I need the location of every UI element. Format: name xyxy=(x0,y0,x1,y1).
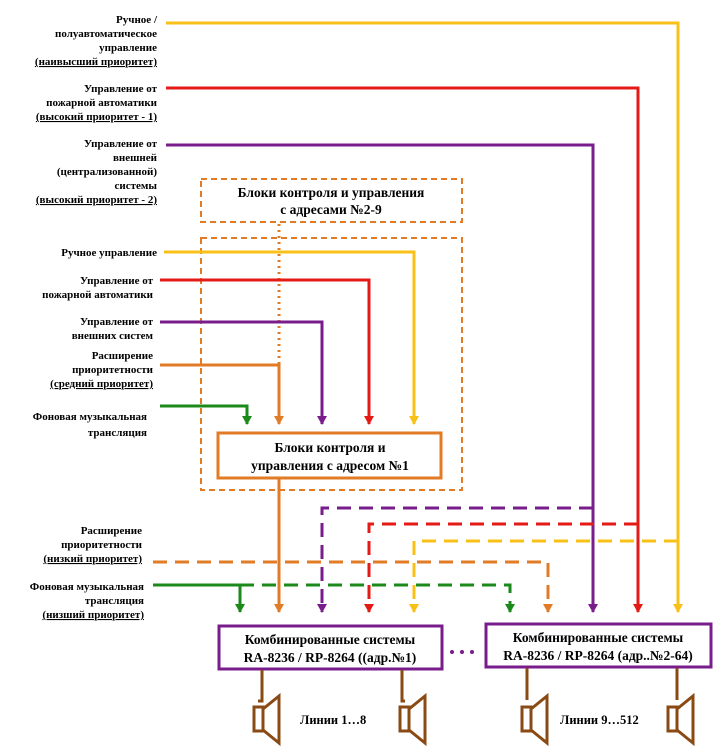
main-box-subtitle: управления с адресом №1 xyxy=(251,458,409,473)
group-box-title: Блоки контроля и управления xyxy=(238,185,425,200)
ellipsis-dot xyxy=(460,650,464,654)
source-fire-top-priority: (высокий приоритет - 1) xyxy=(36,111,157,123)
main-box-addr-1 xyxy=(216,431,443,480)
source-manual-top-line: полуавтоматическое xyxy=(55,28,157,40)
source-fire-top: Управление от пожарной автоматики (высок… xyxy=(36,83,158,123)
system-box-right xyxy=(484,622,713,669)
speaker-icon xyxy=(520,668,549,747)
source-external-top-priority: (высокий приоритет - 2) xyxy=(36,194,157,206)
source-priority-mid-priority: (средний приоритет) xyxy=(50,378,153,390)
source-priority-low-priority: (низкий приоритет) xyxy=(43,553,142,565)
speaker-icon xyxy=(666,668,695,747)
ellipsis-dot xyxy=(470,650,474,654)
fire-top-connector xyxy=(166,86,643,613)
source-external-mid: Управление от внешних систем xyxy=(72,316,154,342)
ellipsis-dot xyxy=(450,650,454,654)
source-fire-mid-line: пожарной автоматики xyxy=(42,289,154,301)
source-fire-mid: Управление от пожарной автоматики xyxy=(42,275,154,301)
music-low-right-connector xyxy=(240,583,515,613)
lines-right-label: Линии 9…512 xyxy=(560,713,639,727)
source-priority-low: Расширение приоритетности (низкий приори… xyxy=(43,525,142,565)
source-priority-mid: Расширение приоритетности (средний приор… xyxy=(50,350,153,390)
source-manual-top-line: Ручное / xyxy=(116,14,158,26)
group-box-subtitle: с адресами №2-9 xyxy=(280,202,382,217)
source-manual-top: Ручное / полуавтоматическое управление (… xyxy=(35,14,158,68)
source-manual-mid-line: Ручное управление xyxy=(61,247,157,259)
system-left-title: Комбинированные системы xyxy=(245,632,416,647)
source-external-mid-line: внешних систем xyxy=(72,330,154,342)
system-right-model: RA-8236 / RP-8264 (адр..№2-64) xyxy=(503,648,693,663)
source-fire-top-line: Управление от xyxy=(84,83,158,95)
fire-mid-connector xyxy=(160,278,374,425)
source-priority-mid-line: Расширение xyxy=(92,350,153,362)
source-external-top-line: Управление от xyxy=(84,138,158,150)
source-external-top-line: (централизованной) xyxy=(57,166,158,178)
source-fire-top-line: пожарной автоматики xyxy=(46,97,158,109)
source-music-low: Фоновая музыкальная трансляция (низший п… xyxy=(30,581,145,621)
source-external-mid-line: Управление от xyxy=(80,316,154,328)
source-music-low-priority: (низший приоритет) xyxy=(42,609,144,621)
source-fire-mid-line: Управление от xyxy=(80,275,154,287)
priority-low-connector xyxy=(153,560,553,613)
source-external-top: Управление от внешней (централизованной)… xyxy=(36,138,158,206)
speaker-icon xyxy=(252,670,281,747)
source-priority-low-line: приоритетности xyxy=(61,539,143,551)
source-manual-top-line: управление xyxy=(99,42,157,54)
external-top-connector xyxy=(166,143,598,613)
source-music-mid-line: Фоновая музыкальная xyxy=(33,411,147,423)
source-music-low-line: Фоновая музыкальная xyxy=(30,581,144,593)
source-external-top-line: внешней xyxy=(113,152,158,164)
source-music-mid: Фоновая музыкальная трансляция xyxy=(33,411,147,439)
manual-mid-connector xyxy=(164,250,419,425)
source-priority-low-line: Расширение xyxy=(81,525,142,537)
manual-dashed-connector xyxy=(409,539,678,613)
fire-dashed-connector xyxy=(364,522,638,613)
group-box-addr-2-9 xyxy=(200,178,463,223)
source-music-low-line: трансляция xyxy=(85,595,144,607)
source-manual-top-priority: (наивысший приоритет) xyxy=(35,56,157,68)
source-manual-mid: Ручное управление xyxy=(61,247,157,259)
external-dashed-connector xyxy=(317,506,593,613)
system-right-title: Комбинированные системы xyxy=(513,630,684,645)
ellipsis-dots xyxy=(450,650,474,654)
external-mid-connector xyxy=(160,320,327,425)
manual-top-connector xyxy=(166,21,683,613)
lines-left-label: Линии 1…8 xyxy=(300,713,366,727)
music-mid-connector xyxy=(160,404,252,425)
source-priority-mid-line: приоритетности xyxy=(72,364,154,376)
speaker-icon xyxy=(398,670,427,747)
source-external-top-line: системы xyxy=(115,180,158,192)
priority-mid-connector xyxy=(160,363,284,425)
system-box-left xyxy=(217,624,444,671)
main-box-title: Блоки контроля и xyxy=(274,440,385,455)
source-music-mid-line: трансляция xyxy=(88,427,147,439)
system-left-model: RA-8236 / RP-8264 ((адр.№1) xyxy=(244,650,417,665)
